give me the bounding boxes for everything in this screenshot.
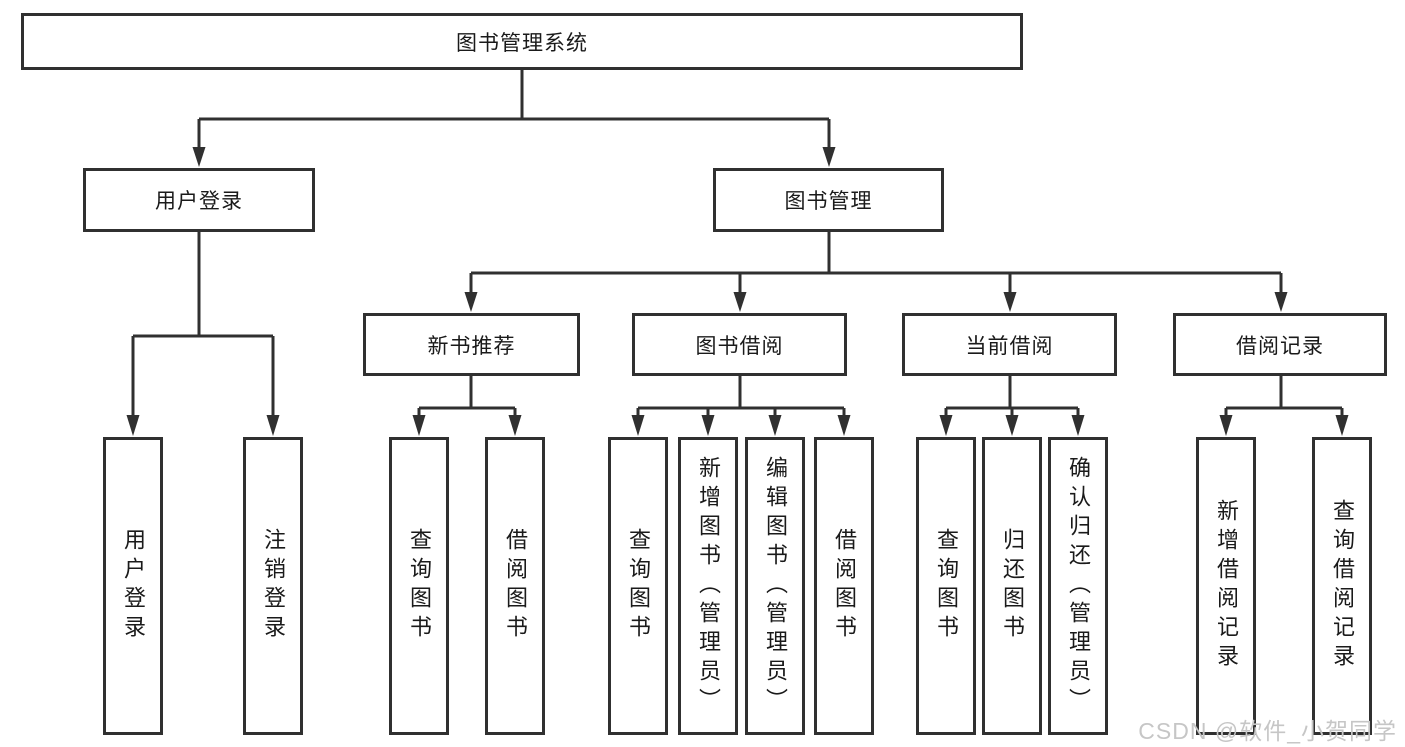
leaf-label: 注销登录 — [261, 528, 286, 644]
leaf-label: 归还图书 — [1000, 528, 1025, 644]
node-borrow-records: 借阅记录 — [1173, 313, 1387, 376]
leaf-logout: 注销登录 — [243, 437, 303, 735]
leaf-label: 查询图书 — [934, 528, 959, 644]
arrow-down-icon — [837, 415, 851, 436]
leaf-label: 用户登录 — [121, 528, 146, 644]
node-book-management: 图书管理 — [713, 168, 944, 232]
arrow-down-icon — [1071, 415, 1085, 436]
node-label: 图书管理 — [784, 190, 873, 213]
node-label: 图书借阅 — [695, 334, 784, 358]
leaf-label: 查询借阅记录 — [1330, 499, 1355, 673]
connector-user-login — [131, 232, 275, 417]
leaf-label: 查询图书 — [626, 528, 651, 644]
leaf-add-borrow-record: 新增借阅记录 — [1196, 437, 1256, 735]
csdn-watermark: CSDN @软件_小贺同学 — [1138, 718, 1397, 744]
connector-current-borrow — [944, 376, 1080, 417]
leaf-label: 借阅图书 — [503, 528, 528, 644]
connector-borrow-records — [1224, 376, 1344, 417]
leaf-borrow-books: 借阅图书 — [485, 437, 545, 735]
node-current-borrow: 当前借阅 — [902, 313, 1117, 376]
arrow-down-icon — [412, 415, 426, 436]
leaf-label: 编辑图书（管理员） — [763, 455, 788, 717]
arrow-down-icon — [1335, 415, 1349, 436]
arrow-down-icon — [631, 415, 645, 436]
leaf-label: 借阅图书 — [832, 528, 857, 644]
leaf-confirm-return-admin: 确认归还（管理员） — [1048, 437, 1108, 735]
arrow-down-icon — [1274, 292, 1288, 312]
leaf-query-books: 查询图书 — [389, 437, 449, 735]
node-library-system: 图书管理系统 — [21, 13, 1023, 70]
leaf-return-books: 归还图书 — [982, 437, 1042, 735]
arrow-down-icon — [1003, 292, 1017, 312]
arrow-down-icon — [126, 415, 140, 436]
node-book-borrow: 图书借阅 — [632, 313, 847, 376]
connector-book-borrow — [636, 376, 846, 417]
node-new-book-recommend: 新书推荐 — [363, 313, 580, 376]
leaf-add-books-admin: 新增图书（管理员） — [678, 437, 738, 735]
leaf-edit-books-admin: 编辑图书（管理员） — [745, 437, 805, 735]
arrow-down-icon — [508, 415, 522, 436]
arrow-down-icon — [768, 415, 782, 436]
arrow-down-icon — [464, 292, 478, 312]
node-label: 借阅记录 — [1236, 334, 1324, 358]
leaf-label: 查询图书 — [407, 528, 432, 644]
connector-book-management — [469, 232, 1283, 294]
leaf-label: 新增借阅记录 — [1214, 499, 1239, 673]
arrow-down-icon — [733, 292, 747, 312]
arrow-down-icon — [192, 147, 206, 167]
leaf-query-books: 查询图书 — [608, 437, 668, 735]
leaf-label: 确认归还（管理员） — [1066, 455, 1091, 717]
node-label: 新书推荐 — [427, 334, 516, 358]
node-label: 当前借阅 — [965, 334, 1054, 358]
leaf-label: 新增图书（管理员） — [696, 455, 721, 717]
arrow-down-icon — [1219, 415, 1233, 436]
leaf-query-books: 查询图书 — [916, 437, 976, 735]
arrow-down-icon — [701, 415, 715, 436]
connector-new-book-recommend — [417, 376, 517, 417]
node-label: 用户登录 — [155, 190, 243, 213]
arrow-down-icon — [822, 147, 836, 167]
arrow-down-icon — [1005, 415, 1019, 436]
leaf-query-borrow-record: 查询借阅记录 — [1312, 437, 1372, 735]
connector-root — [197, 70, 831, 149]
arrow-down-icon — [939, 415, 953, 436]
leaf-user-login: 用户登录 — [103, 437, 163, 735]
arrow-down-icon — [266, 415, 280, 436]
leaf-borrow-books: 借阅图书 — [814, 437, 874, 735]
node-label: 图书管理系统 — [456, 31, 588, 55]
node-user-login: 用户登录 — [83, 168, 315, 232]
